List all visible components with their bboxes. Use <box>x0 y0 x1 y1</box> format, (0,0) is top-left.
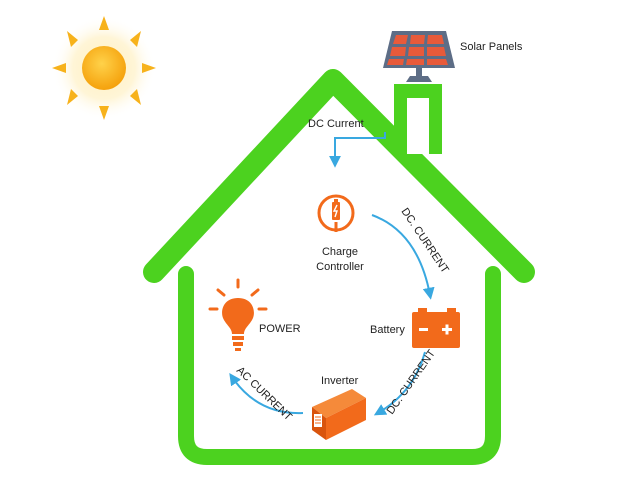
inverter-icon <box>312 389 366 440</box>
dc-current-lower-arrow <box>373 351 426 416</box>
dc-current-upper-arrow <box>371 214 435 300</box>
solar-panel-icon <box>383 31 455 82</box>
solar-panels-label: Solar Panels <box>460 41 523 53</box>
light-bulb-icon <box>208 278 268 351</box>
power-label: POWER <box>259 323 301 335</box>
battery-icon <box>412 308 460 348</box>
ac-current-label: AC CURRENT <box>234 365 294 424</box>
charge-controller-icon <box>317 194 355 232</box>
chimney <box>394 84 442 154</box>
dc-current-right-lower-label: DC. CURRENT <box>385 348 438 417</box>
inverter-label: Inverter <box>321 375 359 387</box>
dc-current-top-arrow <box>329 132 386 168</box>
battery-label: Battery <box>370 324 405 336</box>
charge-controller-label-line2: Controller <box>316 261 364 273</box>
house-outline <box>143 69 535 465</box>
charge-controller-label-line1: Charge <box>322 246 358 258</box>
ac-current-arrow <box>229 373 304 415</box>
sun-icon <box>52 16 156 120</box>
dc-current-top-label: DC Current <box>308 118 364 130</box>
flow-lines <box>229 132 435 416</box>
